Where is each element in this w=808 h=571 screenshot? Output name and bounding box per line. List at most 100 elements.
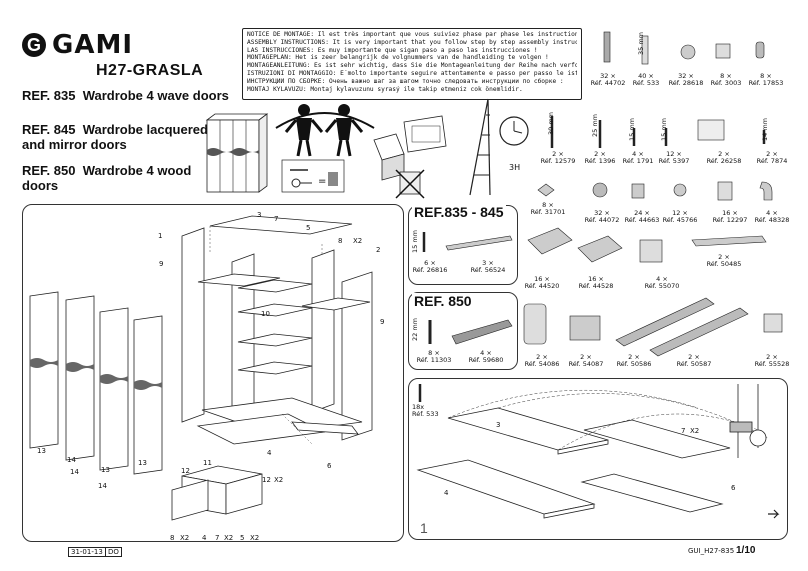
hw-item: 2 ×Réf. 50586 bbox=[616, 353, 652, 368]
step-number: 1 bbox=[420, 520, 428, 536]
hw-item: 16 ×Réf. 44520 bbox=[524, 275, 560, 290]
hw-item: 8 ×Réf. 17853 bbox=[748, 72, 784, 87]
step-1-diagram bbox=[416, 384, 780, 519]
hw-item: 24 ×Réf. 44663 bbox=[624, 209, 660, 224]
part-number: 6 bbox=[731, 484, 736, 492]
hw-item: 2 ×Réf. 50485 bbox=[706, 253, 742, 268]
hw-item: 4 ×Réf. 1791 bbox=[622, 150, 654, 165]
part-number: 9 bbox=[159, 260, 164, 268]
part-multiplier: X2 bbox=[353, 237, 363, 245]
footer-date: 31-01-13 DO bbox=[68, 547, 122, 557]
hw-item: 3 ×Réf. 56524 bbox=[470, 259, 506, 274]
part-multiplier: X2 bbox=[690, 427, 700, 435]
part-number: 4 bbox=[444, 489, 449, 497]
part-number: 13 bbox=[138, 459, 147, 467]
dim-label: 35 mm bbox=[637, 31, 646, 56]
part-number: 3 bbox=[257, 211, 262, 219]
hw-item: 2 ×Réf. 1396 bbox=[584, 150, 616, 165]
page-number: 1/10 bbox=[736, 545, 756, 556]
part-number: 1 bbox=[158, 232, 163, 240]
panel-850-icons bbox=[428, 319, 513, 345]
hw-item: 2 ×Réf. 50587 bbox=[676, 353, 712, 368]
hw-item: 4 ×Réf. 48328 bbox=[754, 209, 790, 224]
footer-doc-code: GUI_H27-835 bbox=[688, 547, 735, 555]
hw-item: 8 ×Réf. 3003 bbox=[710, 72, 742, 87]
hw-item: 2 ×Réf. 12579 bbox=[540, 150, 576, 165]
part-multiplier: X2 bbox=[250, 534, 260, 542]
panel-title: REF.835 - 845 bbox=[412, 204, 506, 220]
brand-logo: G GAMI bbox=[22, 30, 133, 60]
part-number: 5 bbox=[306, 224, 311, 232]
dim-label: 30 mm bbox=[547, 111, 556, 136]
part-number: 3 bbox=[496, 421, 501, 429]
part-number: 4 bbox=[267, 449, 272, 457]
dim-label: 22 mm bbox=[411, 317, 420, 342]
ladder-icon bbox=[469, 98, 529, 196]
ref-850: REF. 850 Wardrobe 4 wood doors bbox=[22, 163, 212, 193]
hw-item: 32 ×Réf. 44072 bbox=[584, 209, 620, 224]
exploded-view-panel bbox=[22, 204, 404, 542]
notice-line: ASSEMBLY INSTRUCTIONS: It is very import… bbox=[247, 38, 577, 46]
unpacking-icon bbox=[373, 115, 447, 199]
fitting-icons bbox=[537, 181, 773, 201]
assembly-time: 3H bbox=[509, 163, 521, 172]
hw-item: 8 ×Réf. 31701 bbox=[530, 201, 566, 216]
ref-835: REF. 835 Wardrobe 4 wave doors bbox=[22, 88, 232, 103]
model-name: H27-GRASLA bbox=[96, 62, 204, 79]
dim-label: 15 mm bbox=[660, 117, 669, 142]
notice-line: ИНСТРУКЦИИ ПО СБОРКЕ: Очень важно шаг за… bbox=[247, 77, 564, 85]
notice-line: MONTAJ KYLAVUZU: Montaj kylavuzunu syras… bbox=[247, 85, 523, 93]
dim-label: 25 mm bbox=[591, 113, 600, 138]
part-number: 9 bbox=[380, 318, 385, 326]
hw-item: 2 ×Réf. 55528 bbox=[754, 353, 790, 368]
runner-icons bbox=[523, 297, 783, 357]
hardware-top-icons bbox=[603, 31, 765, 65]
hw-item: 12 ×Réf. 45766 bbox=[662, 209, 698, 224]
hw-item: 8 ×Réf. 11303 bbox=[416, 349, 452, 364]
ref-845: REF. 845 Wardrobe lacquered and mirror d… bbox=[22, 122, 212, 152]
hw-item: 40 ×Réf. 533 bbox=[632, 72, 660, 87]
hinge-icons bbox=[527, 227, 767, 263]
panel-title: REF. 850 bbox=[412, 293, 474, 309]
part-number: 5 bbox=[240, 534, 245, 542]
notice-line: ISTRUZIONI DI MONTAGGIO: E´molto importa… bbox=[247, 69, 577, 77]
hw-item: 12 ×Réf. 5397 bbox=[658, 150, 690, 165]
part-number: 4 bbox=[202, 534, 207, 542]
hw-item: 2 ×Réf. 54087 bbox=[568, 353, 604, 368]
ref-code: REF. 850 bbox=[22, 163, 76, 178]
part-multiplier: X2 bbox=[224, 534, 234, 542]
ref-850-panel bbox=[408, 292, 518, 370]
part-number: 11 bbox=[203, 459, 212, 467]
part-number: 7 bbox=[215, 534, 220, 542]
part-number: 14 bbox=[70, 468, 79, 476]
hw-item: 2 ×Réf. 54086 bbox=[524, 353, 560, 368]
part-number: 8 bbox=[338, 237, 343, 245]
svg-text:=: = bbox=[318, 176, 326, 187]
dim-label: 15 mm bbox=[628, 117, 637, 142]
part-number: 14 bbox=[67, 456, 76, 464]
wardrobe-exploded-diagram bbox=[29, 215, 373, 521]
part-number: 13 bbox=[101, 466, 110, 474]
part-number: 13 bbox=[37, 447, 46, 455]
wardrobe-thumbnail bbox=[205, 113, 269, 193]
part-number: 8 bbox=[170, 534, 175, 542]
hw-item: 32 ×Réf. 44702 bbox=[590, 72, 626, 87]
brand-name: GAMI bbox=[52, 30, 134, 60]
step-1-panel bbox=[408, 378, 788, 540]
hw-item: 2 ×Réf. 7874 bbox=[756, 150, 788, 165]
notice-line: LAS INSTRUCCIONES: Es muy importante que… bbox=[247, 46, 538, 54]
dim-label: 14 mm bbox=[761, 117, 770, 142]
notice-line: MONTAGEANLEITUNG: Es ist sehr wichtig, d… bbox=[247, 62, 577, 70]
part-number: 12 bbox=[181, 467, 190, 475]
two-people-icon: = bbox=[275, 104, 375, 193]
screw-icons bbox=[550, 116, 766, 148]
dim-label: 15 mm bbox=[411, 229, 420, 254]
hw-item: 2 ×Réf. 26258 bbox=[706, 150, 742, 165]
ref-desc: Wardrobe lacquered and mirror doors bbox=[22, 122, 208, 152]
panel-835-icons bbox=[422, 232, 513, 252]
part-number: 14 bbox=[98, 482, 107, 490]
ref-code: REF. 835 bbox=[22, 88, 76, 103]
hw-item: 16 ×Réf. 44528 bbox=[578, 275, 614, 290]
part-number: 10 bbox=[261, 310, 270, 318]
